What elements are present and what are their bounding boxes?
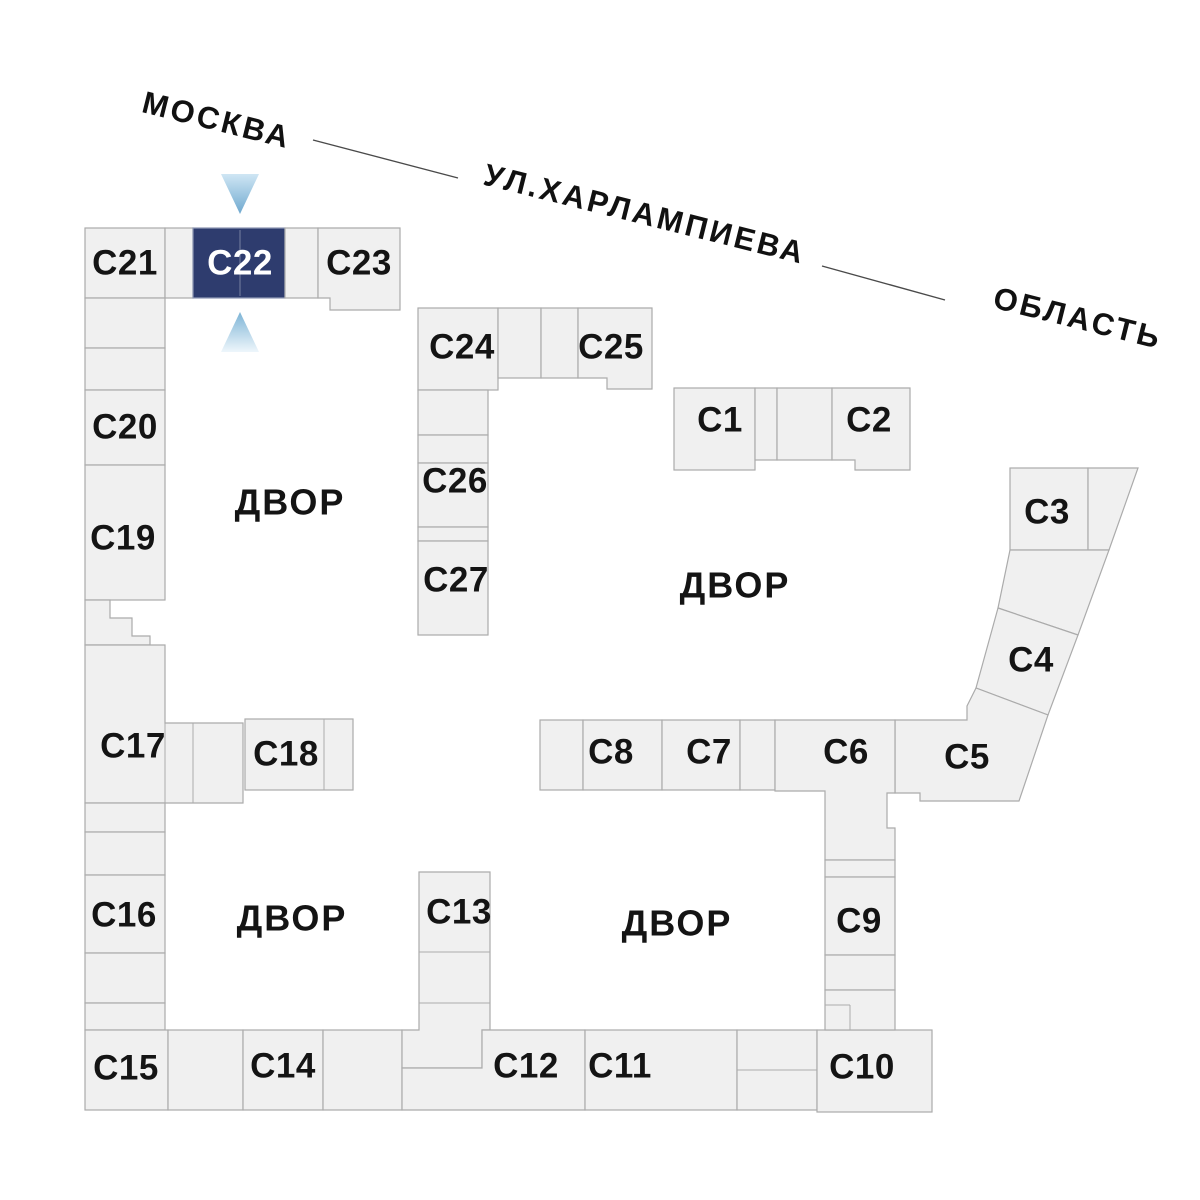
building-c9[interactable] [824,876,896,956]
building-section [284,227,319,299]
building-c27[interactable] [417,540,489,636]
courtyard-label: ДВОР [237,898,348,939]
building-section [84,802,166,833]
building-section [540,307,579,379]
city-label: МОСКВА [139,85,295,156]
building-label-c17: С17 [100,727,166,766]
building-section [164,227,194,299]
building-label-c4: С4 [1008,641,1054,680]
building-label-c13: С13 [426,893,492,932]
building-label-c27: С27 [423,561,489,600]
building-section [754,387,778,461]
building-c2[interactable] [831,387,911,471]
courtyard-label: ДВОР [235,482,346,523]
building-section [167,1029,244,1111]
building-c25[interactable] [577,307,653,390]
region-label: ОБЛАСТЬ [990,280,1166,356]
building-c20[interactable] [84,389,166,466]
building-section [824,954,896,991]
building-label-c6: С6 [823,733,869,772]
building-label-c12: С12 [493,1047,559,1086]
building-label-c26: С26 [422,462,488,501]
building-section [539,719,584,791]
building-c23[interactable] [317,227,401,311]
building-label-c1: С1 [697,401,743,440]
building-section [322,1029,403,1111]
building-label-c19: С19 [90,519,156,558]
building-label-c20: С20 [92,408,158,447]
building-c3[interactable] [1009,467,1089,551]
building-section [497,307,542,379]
selected-arrow-down-icon [221,174,259,214]
building-c16[interactable] [84,874,166,954]
street-line-left [312,139,459,179]
building-section [776,387,833,461]
building-label-c22: С22 [207,244,273,283]
building-label-c3: С3 [1024,493,1070,532]
building-label-c14: С14 [250,1047,316,1086]
building-label-c21: С21 [92,244,158,283]
building-c17[interactable] [84,644,244,804]
building-c11[interactable] [584,1029,738,1111]
building-c8[interactable] [582,719,663,791]
building-label-c10: С10 [829,1048,895,1087]
building-label-c16: С16 [91,896,157,935]
building-section [417,389,489,436]
street-name-label: УЛ.ХАРЛАМПИЕВА [480,157,809,271]
building-label-c7: С7 [686,733,732,772]
building-c26[interactable] [417,462,489,528]
building-labels: С21 С22 С23 С20 С19 С17 С18 С16 С15 С14 … [90,244,1070,1088]
building-label-c8: С8 [588,733,634,772]
building-label-c9: С9 [836,902,882,941]
building-section [84,297,166,349]
building-label-c2: С2 [846,401,892,440]
building-section [84,952,166,1004]
building-section [84,599,151,646]
building-c7[interactable] [661,719,741,791]
building-section [417,526,489,542]
courtyard-label: ДВОР [680,565,791,606]
building-section [739,719,776,791]
building-section [417,434,489,464]
courtyard-labels: ДВОР ДВОР ДВОР ДВОР [235,482,791,944]
building-label-c11: С11 [588,1047,652,1086]
building-c15[interactable] [84,1029,169,1111]
building-c19[interactable] [84,464,166,601]
building-label-c18: С18 [253,735,319,774]
building-section [84,347,166,391]
building-c21[interactable] [84,227,166,299]
building-c14[interactable] [242,1029,324,1111]
building-label-c24: С24 [429,328,495,367]
building-c24[interactable] [417,307,499,391]
building-section [84,1002,166,1031]
building-label-c23: С23 [326,244,392,283]
building-section [84,831,166,876]
building-c6[interactable] [774,719,896,861]
building-section [824,989,896,1031]
building-section [824,859,896,878]
building-c1[interactable] [673,387,756,471]
selected-arrow-up-icon [221,312,259,352]
building-c5[interactable] [894,687,1049,802]
building-label-c5: С5 [944,738,990,777]
building-label-c25: С25 [578,328,644,367]
building-label-c15: С15 [93,1049,159,1088]
building-c18[interactable] [244,718,354,791]
courtyard-label: ДВОР [622,903,733,944]
street-line-right [821,265,946,301]
building-section [1087,467,1139,551]
